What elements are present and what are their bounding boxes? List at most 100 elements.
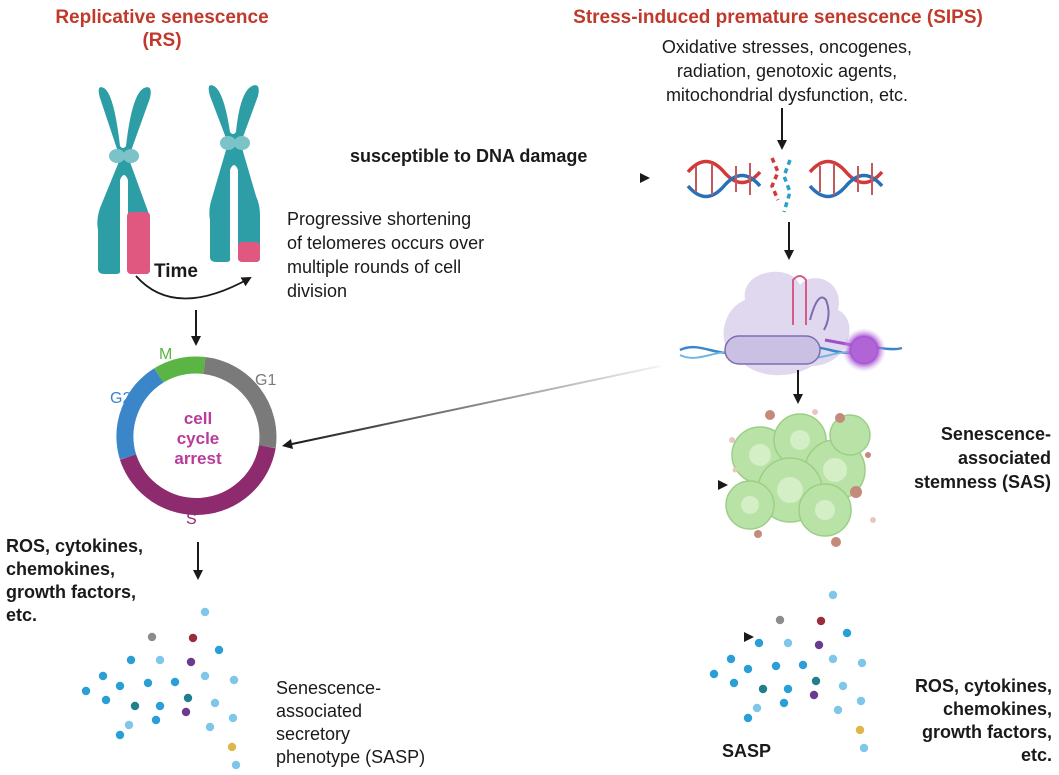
rs-heading-line2: (RS) bbox=[142, 30, 182, 51]
stressors-line2: radiation, genotoxic agents, bbox=[676, 61, 898, 81]
sasp-particle bbox=[151, 715, 161, 725]
sasp-particle bbox=[115, 730, 125, 740]
sasp-particle bbox=[816, 616, 826, 626]
sasp-particle bbox=[143, 678, 153, 688]
sasp-particle bbox=[170, 677, 180, 687]
sas-cell-cluster-icon bbox=[725, 409, 876, 547]
sasp-particle bbox=[783, 684, 793, 694]
sasp-particle bbox=[214, 645, 224, 655]
sasp-particle bbox=[828, 654, 838, 664]
sasp-particle bbox=[227, 742, 237, 752]
left-factors-line1: ROS, cytokines, bbox=[6, 536, 144, 556]
sasp-particle bbox=[188, 633, 198, 643]
phase-g2-label: G2 bbox=[110, 390, 132, 407]
phase-g1-label: G1 bbox=[255, 372, 277, 389]
sasp-right-particles bbox=[709, 590, 869, 753]
sas-label: Senescence- associated stemness (SAS) bbox=[906, 422, 1051, 494]
arrow-to-cell-cycle-arrest bbox=[291, 365, 661, 445]
sasp-particle bbox=[855, 725, 865, 735]
sasp-particle bbox=[758, 684, 768, 694]
left-factors-line2: chemokines, bbox=[6, 559, 116, 579]
right-factors-line4: etc. bbox=[1020, 745, 1052, 765]
telomere-text: Progressive shortening of telomeres occu… bbox=[287, 207, 557, 303]
sasp-particle bbox=[828, 590, 838, 600]
left-factors-text: ROS, cytokines, chemokines, growth facto… bbox=[6, 535, 176, 627]
sasp-particle bbox=[200, 671, 210, 681]
sasp-particle bbox=[798, 660, 808, 670]
right-factors-line3: growth factors, bbox=[921, 722, 1052, 742]
sips-heading: Stress-induced premature senescence (SIP… bbox=[573, 7, 983, 28]
sasp-right-label: SASP bbox=[722, 741, 772, 761]
sasp-particle bbox=[783, 638, 793, 648]
right-factors-line1: ROS, cytokines, bbox=[914, 676, 1052, 696]
right-factors-text: ROS, cytokines, chemokines, growth facto… bbox=[890, 675, 1052, 767]
sasp-particle bbox=[81, 686, 91, 696]
rs-heading: Replicative senescence (RS) bbox=[44, 6, 280, 52]
left-factors-line3: growth factors, bbox=[6, 582, 137, 602]
sasp-particle bbox=[126, 655, 136, 665]
sasp-particle bbox=[833, 705, 843, 715]
sasp-particle bbox=[743, 713, 753, 723]
sasp-left-particles bbox=[81, 607, 241, 770]
time-label: Time bbox=[154, 261, 199, 282]
sasp-particle bbox=[183, 693, 193, 703]
left-factors-line4: etc. bbox=[6, 605, 38, 625]
arrest-line3: arrest bbox=[174, 449, 222, 468]
chromosome-short-telomere-icon bbox=[208, 85, 260, 262]
sasp-particle bbox=[229, 675, 239, 685]
sasp-particle bbox=[779, 698, 789, 708]
sasp-particle bbox=[775, 615, 785, 625]
stressors-line1: Oxidative stresses, oncogenes, bbox=[661, 37, 913, 57]
sas-line1: Senescence- bbox=[940, 424, 1051, 444]
right-factors-line2: chemokines, bbox=[942, 699, 1052, 719]
dna-damage-label: susceptible to DNA damage bbox=[350, 146, 588, 166]
sasp-particle bbox=[752, 703, 762, 713]
sasp-left-line1: Senescence- bbox=[276, 678, 382, 698]
sasp-particle bbox=[842, 628, 852, 638]
sasp-particle bbox=[709, 669, 719, 679]
sasp-particle bbox=[729, 678, 739, 688]
sasp-left-line3: secretory bbox=[276, 724, 351, 744]
sasp-particle bbox=[101, 695, 111, 705]
time-arrow bbox=[135, 275, 252, 300]
sasp-particle bbox=[124, 720, 134, 730]
sasp-particle bbox=[115, 681, 125, 691]
sasp-particle bbox=[754, 638, 764, 648]
sasp-particle bbox=[726, 654, 736, 664]
sasp-particle bbox=[859, 743, 869, 753]
transcription-complex-icon bbox=[679, 271, 903, 376]
sas-line2: associated bbox=[957, 448, 1051, 468]
sasp-particle bbox=[205, 722, 215, 732]
arrest-line1: cell bbox=[183, 409, 213, 428]
sasp-particle bbox=[231, 760, 241, 770]
sasp-particle bbox=[856, 696, 866, 706]
sasp-particle bbox=[200, 607, 210, 617]
telomere-line3: multiple rounds of cell bbox=[287, 257, 462, 277]
sasp-particle bbox=[857, 658, 867, 668]
sas-line3: stemness (SAS) bbox=[913, 472, 1051, 492]
sasp-particle bbox=[771, 661, 781, 671]
sasp-left-line4: phenotype (SASP) bbox=[276, 747, 426, 767]
damaged-dna-icon bbox=[686, 157, 884, 213]
phase-m-label: M bbox=[159, 346, 173, 363]
sasp-particle bbox=[155, 655, 165, 665]
chromosome-long-telomere-icon bbox=[97, 87, 151, 274]
telomere-line4: division bbox=[287, 281, 348, 301]
sasp-particle bbox=[814, 640, 824, 650]
sasp-particle bbox=[743, 664, 753, 674]
sasp-left-line2: associated bbox=[276, 701, 363, 721]
sasp-particle bbox=[186, 657, 196, 667]
sasp-particle bbox=[228, 713, 238, 723]
sasp-particle bbox=[811, 676, 821, 686]
arrest-line2: cycle bbox=[176, 429, 220, 448]
sasp-particle bbox=[838, 681, 848, 691]
stressors-text: Oxidative stresses, oncogenes, radiation… bbox=[622, 35, 952, 107]
stressors-line3: mitochondrial dysfunction, etc. bbox=[665, 85, 909, 105]
sasp-particle bbox=[147, 632, 157, 642]
rs-heading-line1: Replicative senescence bbox=[55, 7, 269, 28]
sasp-particle bbox=[155, 701, 165, 711]
sasp-particle bbox=[809, 690, 819, 700]
sasp-left-label: Senescence- associated secretory phenoty… bbox=[276, 677, 476, 769]
sasp-particle bbox=[181, 707, 191, 717]
